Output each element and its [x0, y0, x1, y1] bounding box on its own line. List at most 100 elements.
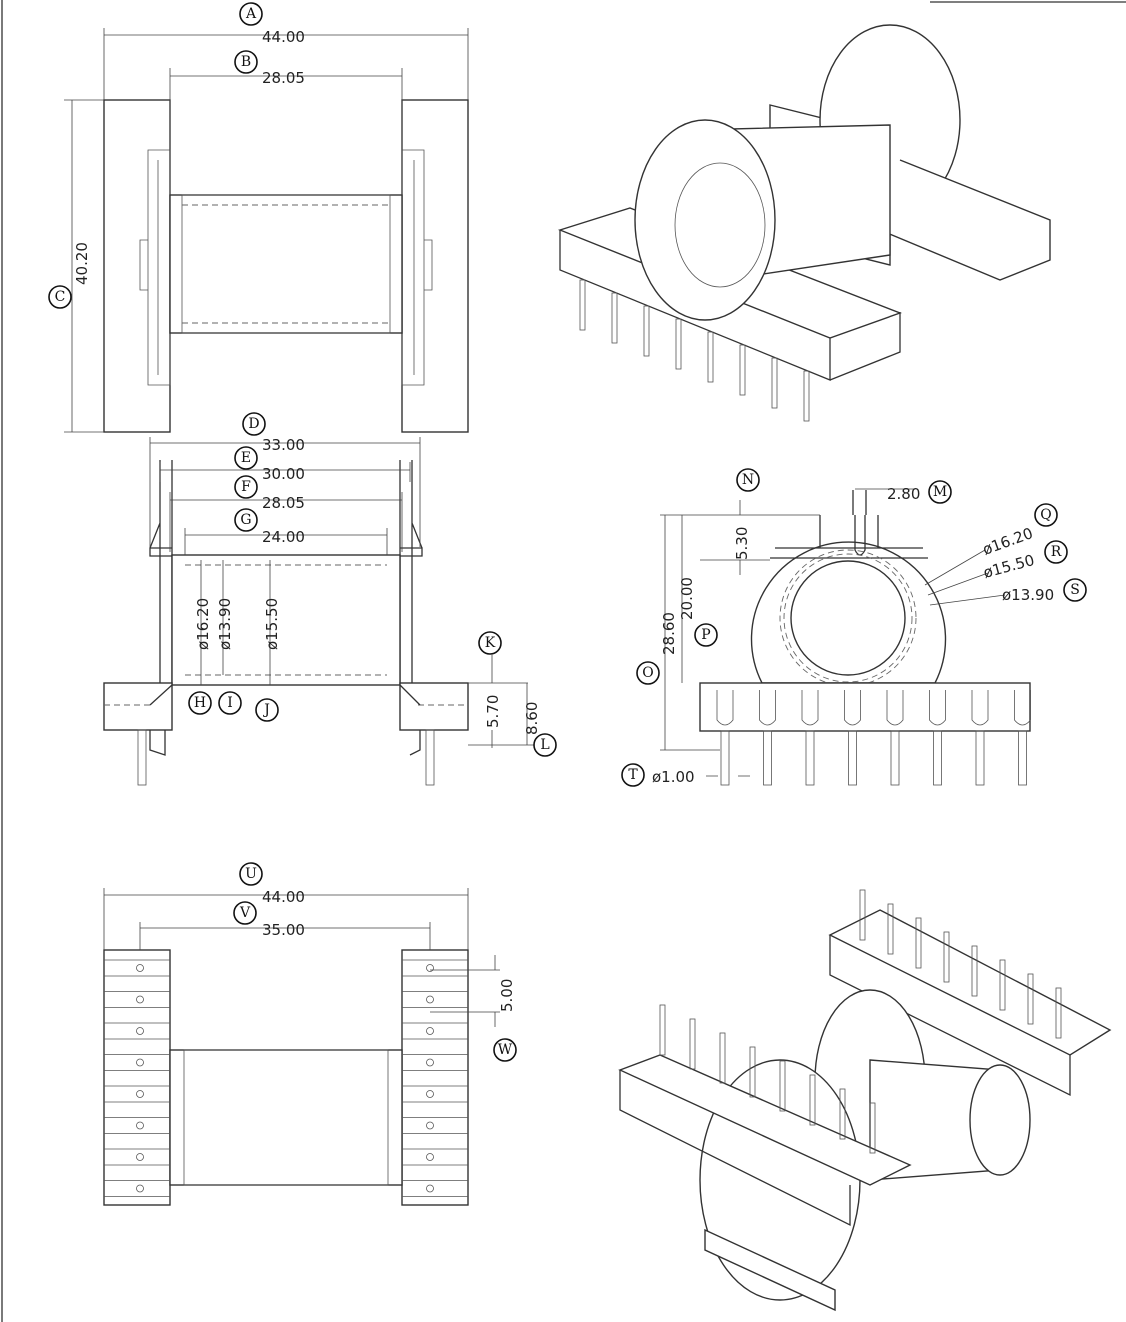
callout-m: M	[933, 484, 947, 500]
pin	[890, 730, 900, 786]
dim-e-value: 30.00	[262, 465, 305, 483]
pin	[643, 305, 650, 357]
callout-p: P	[701, 627, 710, 643]
pin	[803, 370, 810, 422]
dim-v-value: 35.00	[262, 921, 305, 939]
pin	[675, 318, 682, 370]
pin-hole	[426, 1184, 434, 1193]
pin-slot	[716, 690, 734, 726]
pin	[915, 917, 922, 969]
dim-u-value: 44.00	[262, 888, 305, 906]
pin	[848, 730, 857, 786]
pin-slot	[801, 690, 819, 726]
pin-groove	[104, 1180, 170, 1197]
pin	[749, 1046, 756, 1098]
dim-p-value: 20.00	[678, 577, 696, 620]
dim-m-value: 2.80	[887, 485, 920, 503]
pin	[839, 1088, 846, 1140]
front-flange	[634, 119, 776, 321]
pin-groove	[402, 1148, 468, 1166]
left-pin-rail	[103, 949, 171, 1206]
pin-hole	[136, 1058, 144, 1067]
dim-t-value: ø1.00	[652, 768, 695, 786]
callout-u: U	[245, 866, 257, 882]
pin	[869, 1102, 876, 1154]
pin-groove	[402, 1117, 468, 1134]
pin-groove	[104, 991, 170, 1008]
pin	[975, 730, 985, 786]
callout-w: W	[498, 1042, 513, 1058]
pin-groove	[402, 1054, 468, 1071]
callout-o: O	[642, 665, 653, 681]
pin	[763, 730, 772, 786]
pin-groove	[402, 1022, 468, 1040]
pin	[659, 1004, 666, 1056]
bottom-view: U 44.00 V 35.00 5.00 W	[103, 862, 517, 1206]
callout-h: H	[194, 695, 206, 711]
pin-hole	[426, 1153, 434, 1161]
pin-hole	[136, 964, 144, 972]
pin-groove	[104, 1148, 170, 1166]
callout-f: F	[241, 479, 251, 495]
callout-i: I	[227, 695, 233, 711]
pin-groove	[104, 1117, 170, 1134]
front-view: N 5.30 2.80 M 20.00 P 28.60 O ø16.20 Q ø…	[621, 468, 1087, 787]
callout-v: V	[239, 905, 251, 921]
pin	[137, 729, 147, 786]
pin	[425, 729, 435, 786]
dim-k-value: 5.70	[484, 695, 502, 728]
callout-k: K	[485, 635, 496, 651]
pin	[689, 1018, 696, 1070]
callout-r: R	[1051, 544, 1062, 560]
pin	[999, 959, 1006, 1011]
callout-n: N	[742, 472, 754, 488]
dim-j-value: ø15.50	[263, 598, 281, 650]
pin	[1055, 987, 1062, 1039]
pin-hole	[426, 964, 434, 972]
pin-slot	[971, 690, 989, 726]
pin	[719, 1032, 726, 1084]
dim-d-value: 33.00	[262, 436, 305, 454]
callout-b: B	[241, 54, 251, 70]
pin-hole	[136, 1027, 144, 1035]
pin-groove	[104, 1054, 170, 1071]
pin	[887, 903, 894, 955]
pin-hole	[426, 995, 434, 1004]
pin	[707, 331, 714, 383]
pin	[579, 279, 586, 331]
pin-groove	[402, 1085, 468, 1103]
pin-groove	[402, 1180, 468, 1197]
callout-q: Q	[1040, 507, 1051, 523]
core-hole	[790, 560, 906, 676]
isometric-view-top	[557, 24, 1051, 422]
dim-f-value: 28.05	[262, 494, 305, 512]
callout-t: T	[628, 767, 638, 783]
left-base	[103, 682, 173, 731]
bobbin-barrel-bottom	[169, 1049, 403, 1186]
dim-h-value: ø16.20	[194, 598, 212, 650]
side-view: D 33.00 E 30.00 F 28.05 G 24.00 ø16.20 ø…	[103, 412, 557, 786]
pin	[859, 889, 866, 941]
dim-w-value: 5.00	[498, 979, 516, 1012]
pin-hole	[426, 1121, 434, 1130]
pin-slot	[1014, 690, 1031, 726]
pin	[1027, 973, 1034, 1025]
pin-groove	[104, 959, 170, 977]
right-pin-rail	[401, 949, 469, 1206]
pin	[809, 1074, 816, 1126]
right-base	[399, 682, 469, 731]
dim-g-value: 24.00	[262, 528, 305, 546]
pin-hole	[136, 1090, 144, 1098]
right-flange	[401, 99, 469, 433]
bobbin-barrel	[169, 194, 403, 334]
pin-hole	[426, 1027, 434, 1035]
pin-slot	[929, 690, 946, 726]
pin-hole	[426, 1090, 434, 1098]
pin-hole	[426, 1058, 434, 1067]
dim-n-value: 5.30	[733, 527, 751, 560]
callout-a: A	[245, 6, 257, 22]
pin	[1018, 730, 1027, 786]
callout-g: G	[240, 512, 251, 528]
pin	[933, 730, 942, 786]
